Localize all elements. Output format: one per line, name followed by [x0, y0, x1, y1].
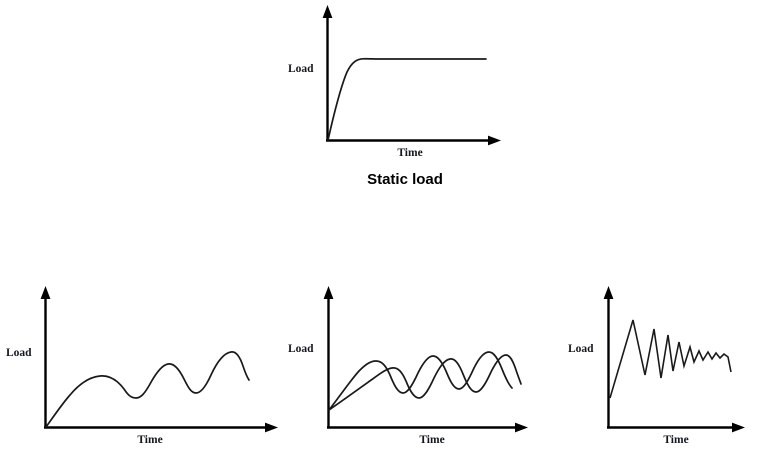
y-axis-label-static: Load	[288, 63, 314, 75]
y-axis-label-damped: Load	[568, 343, 594, 355]
x-axis-label-dual: Time	[419, 434, 444, 446]
y-axis-label-dual: Load	[288, 343, 314, 355]
x-axis-static	[326, 135, 501, 146]
dual-oscillating-curve-b	[328, 351, 513, 411]
y-axis-increasing	[40, 286, 51, 428]
x-axis-dual	[327, 422, 528, 433]
x-axis-increasing	[44, 422, 278, 433]
damped-load-curve	[609, 319, 732, 399]
x-axis-label-increasing: Time	[137, 434, 162, 446]
x-axis-label-damped: Time	[663, 434, 688, 446]
static-load-panel: Load Time Static load	[288, 5, 501, 188]
dual-oscillating-curve-a	[328, 354, 522, 411]
static-load-caption: Static load	[367, 171, 443, 188]
damped-load-panel: Load Time	[568, 286, 745, 446]
increasing-amplitude-load-panel: Load Time	[6, 286, 278, 446]
y-axis-dual	[323, 286, 334, 428]
y-axis-label-increasing: Load	[6, 347, 32, 359]
x-axis-label-static: Time	[397, 147, 422, 159]
increasing-amplitude-curve	[45, 351, 250, 428]
static-load-curve	[327, 57, 487, 141]
x-axis-damped	[607, 422, 745, 433]
dual-oscillating-load-panel: Load Time	[288, 286, 528, 446]
y-axis-damped	[603, 286, 614, 428]
y-axis-static	[322, 5, 333, 141]
